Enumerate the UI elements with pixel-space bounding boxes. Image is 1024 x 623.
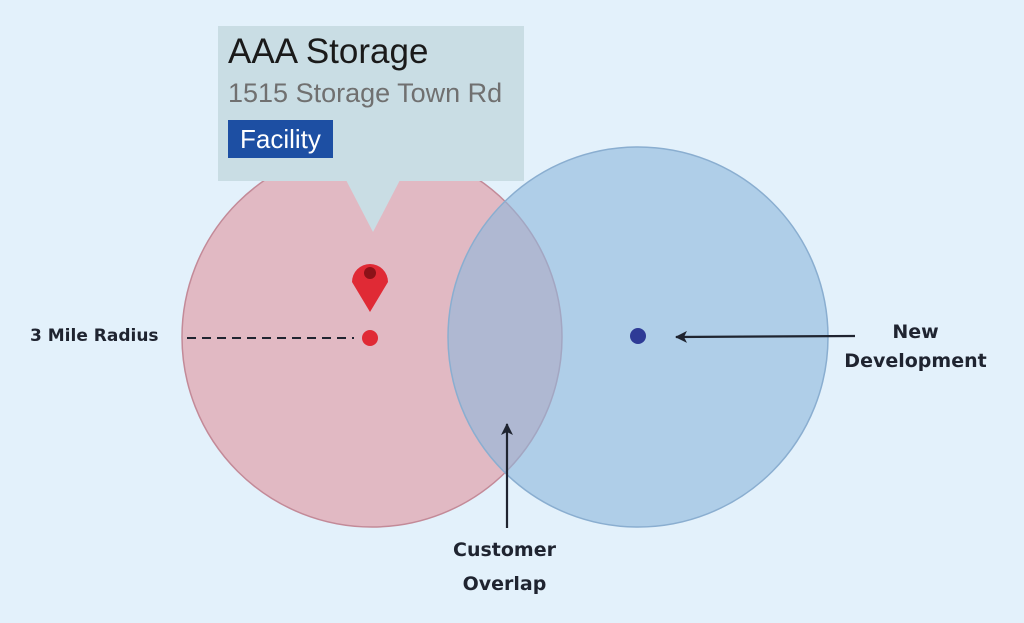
development-arrow [675, 330, 856, 343]
development-center-dot [630, 328, 646, 344]
facility-name: AAA Storage [228, 32, 429, 71]
radius-label: 3 Mile Radius [30, 326, 159, 346]
development-label-line2: Development [844, 350, 987, 372]
development-label: New Development [838, 318, 993, 376]
map-pin-icon [352, 264, 388, 312]
callout-pointer [346, 180, 400, 232]
overlap-label: Customer Overlap [432, 533, 577, 601]
facility-callout: AAA Storage 1515 Storage Town Rd Facilit… [218, 26, 524, 181]
development-label-line1: New [892, 321, 939, 343]
overlap-label-line2: Overlap [462, 573, 547, 595]
facility-badge: Facility [228, 120, 333, 158]
facility-center-dot [362, 330, 378, 346]
overlap-label-line1: Customer [453, 539, 556, 561]
facility-address: 1515 Storage Town Rd [228, 78, 503, 108]
